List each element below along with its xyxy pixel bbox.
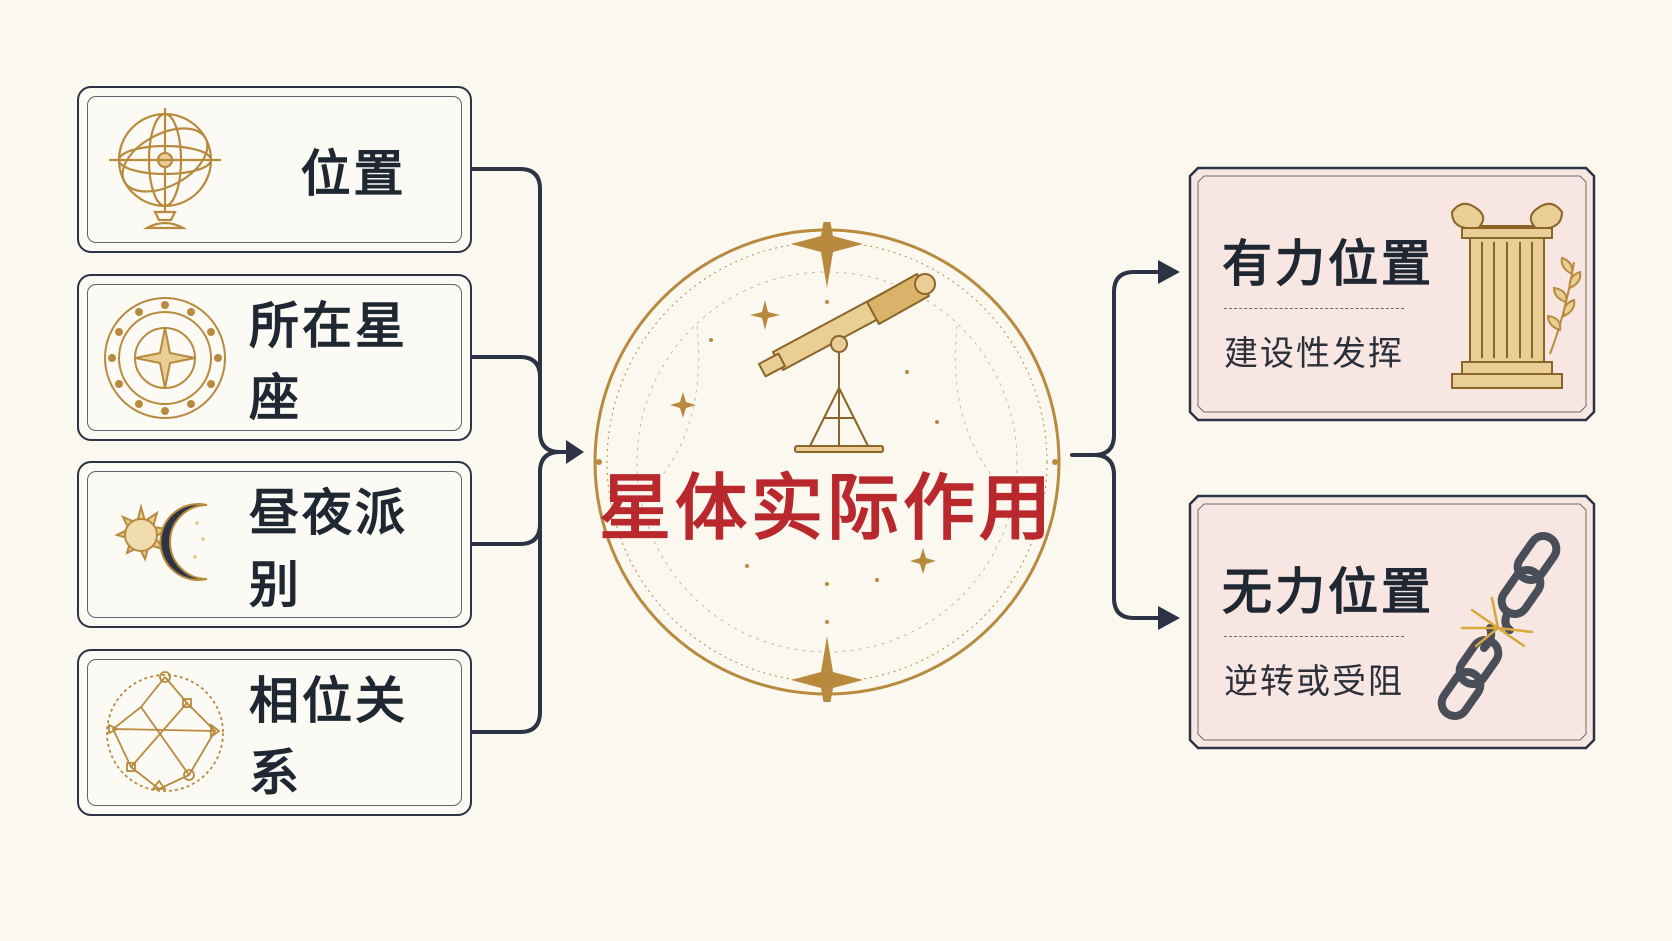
hub-title: 星体实际作用 [598, 465, 1055, 550]
factor-card-sect: 昼夜派别 [77, 461, 472, 628]
factor-card-sign: 所在星座 [77, 274, 472, 441]
factor-label-sign: 所在星座 [249, 295, 408, 427]
factor-label-aspect: 相位关系 [249, 670, 408, 802]
result-divider [1224, 636, 1404, 637]
armillary-sphere-icon [109, 108, 221, 230]
result-card-strong: 有力位置 建设性发挥 [1188, 166, 1596, 422]
factor-card-position: 位置 [77, 86, 472, 253]
arrow-head-strong [1158, 260, 1180, 284]
result-card-weak: 无力位置 逆转或受阻 [1188, 494, 1596, 750]
result-divider [1224, 308, 1404, 309]
zodiac-wheel-icon [104, 297, 226, 419]
star-decorations [596, 222, 1058, 702]
arrow-head-weak [1158, 606, 1180, 630]
result-frame [1188, 494, 1596, 750]
arrow-head-hub [566, 440, 584, 464]
result-title-weak: 无力位置 [1222, 562, 1434, 621]
sun-moon-icon [114, 503, 208, 581]
hub-circle [593, 222, 1061, 702]
factor-card-aspect: 相位关系 [77, 649, 472, 816]
factor-label-position: 位置 [300, 143, 407, 203]
result-subtitle-weak: 逆转或受阻 [1224, 662, 1404, 702]
greek-column-icon [1450, 202, 1582, 389]
result-subtitle-strong: 建设性发挥 [1224, 334, 1404, 374]
telescope-icon [758, 273, 936, 453]
result-title-strong: 有力位置 [1222, 234, 1434, 293]
aspect-pattern-icon [106, 671, 224, 792]
factor-label-sect: 昼夜派别 [249, 482, 408, 614]
broken-chain-icon [1437, 531, 1561, 721]
